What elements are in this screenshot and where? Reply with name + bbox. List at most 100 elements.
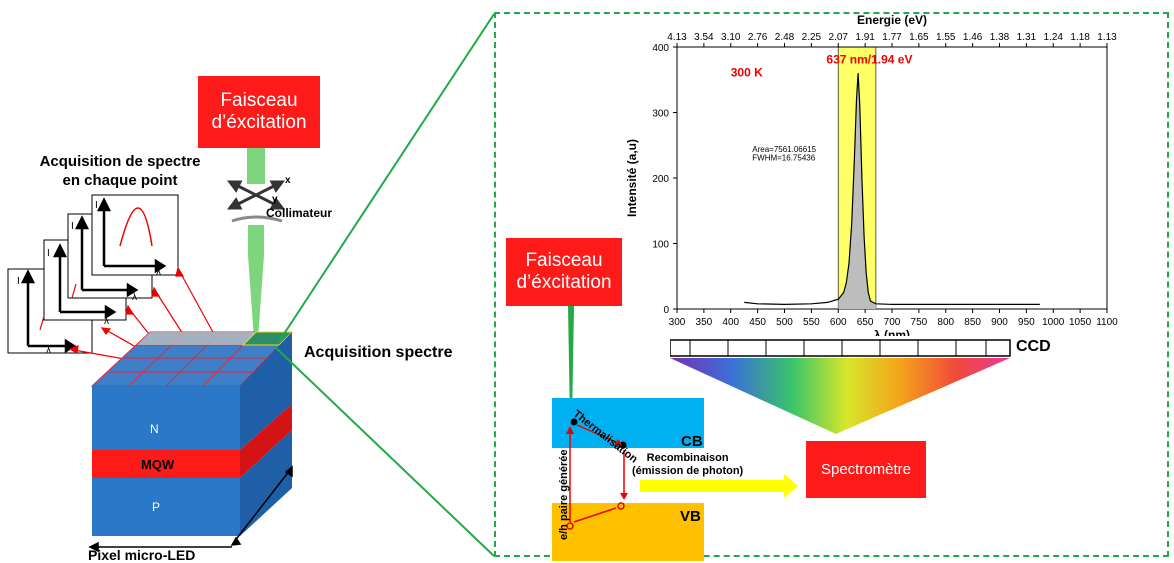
beam-column-lower [248,225,264,255]
x-tick-label: 600 [830,317,847,328]
mini-i-label-3: I [71,221,74,232]
mini-spectrum-axes [20,197,167,354]
cube-top-active-cell [241,331,294,346]
y-tick-label: 300 [652,109,669,120]
layer-mqw-label: MQW [141,457,175,472]
cube-front-mqw [92,450,240,478]
beam-column [247,148,265,184]
excitation-beam-box-left: Faisceau d’éxcitation [198,76,320,148]
fwhm-label: FWHM=16.75436 [752,153,815,162]
collimator-label: Collimateur [266,206,333,220]
top-tick-label: 1.38 [990,32,1010,43]
acquisition-title: Acquisition de spectre en chaque point [30,152,210,190]
spectrum-fan [670,358,1010,434]
top-tick-label: 2.76 [748,32,768,43]
x-tick-label: 450 [749,317,766,328]
mini-lambda-label-4: λ [156,267,161,278]
y-tick-label: 100 [652,240,669,251]
x-axis-label: λ (nm) [874,328,910,336]
y-tick-label: 200 [652,174,669,185]
acquisition-spectre-label: Acquisition spectre [304,344,453,361]
mini-lambda-label-2: λ [104,316,109,327]
top-tick-label: 1.91 [855,32,875,43]
axis-x-label: x [285,175,291,186]
cube-front-n [92,386,240,450]
mini-spectrum-curve [119,207,153,247]
spectrum-line [744,73,1040,306]
x-tick-label: 800 [937,317,954,328]
thermalisation-arrowhead [614,439,622,446]
top-tick-label: 3.10 [721,32,741,43]
mini-lambda-label-1: λ [46,345,51,356]
mini-i-label-2: I [47,248,50,259]
mini-i-label-4: I [95,200,98,211]
dimension-arrows [88,465,293,553]
xy-positioner-icon [227,180,285,210]
x-tick-label: 350 [696,317,713,328]
top-tick-label: 1.18 [1070,32,1090,43]
recombination-arrowhead [620,493,628,500]
mini-spectrum-red-mark-1 [39,315,45,331]
cb-label: CB [681,433,703,450]
top-tick-label: 1.65 [909,32,929,43]
vb-label: VB [680,508,701,525]
thermalisation-arrow [576,424,619,444]
zoom-frame [494,12,1169,557]
pair-label: e/h paire générée [558,449,570,541]
peak-label: 637 nm/1.94 eV [826,52,912,66]
excitation-beam-box-right: Faisceau d’éxcitation [506,238,622,306]
mini-lambda-label-3: λ [132,292,137,303]
y-axis-label: Intensité (a,u) [625,139,639,217]
x-tick-label: 900 [991,317,1008,328]
spectrometer-label: Spectromètre [820,460,912,478]
acquisition-title-line1: Acquisition de spectre [39,153,201,170]
excitation-beam-label-left: Faisceau d’éxcitation [211,90,307,133]
top-axis-label: Energie (eV) [857,14,927,27]
top-tick-label: 1.24 [1044,32,1064,43]
area-label: Area=7561.06615 [752,145,816,154]
x-tick-label: 1000 [1042,317,1065,328]
ccd-and-rainbow [670,339,1011,434]
mini-i-label-1: I [17,276,20,287]
x-tick-label: 300 [669,317,686,328]
band-diagram [552,306,798,561]
top-tick-label: 2.48 [775,32,795,43]
mini-spectrum-red-mark-2 [71,283,77,299]
top-tick-label: 1.55 [936,32,956,43]
valence-band [552,503,704,561]
ccd-bar [670,339,1011,357]
top-tick-label: 3.54 [694,32,714,43]
beam-cone [248,255,264,340]
layer-p-label: P [152,500,161,514]
layer-n-label: N [150,422,159,436]
cube-front-p [92,478,240,536]
spectrometer-box: Spectromètre [806,441,926,498]
recombinaison-label: Recombinaison (émission de photon) [632,452,743,478]
mini-spectrum-1 [7,194,179,354]
plot-frame [676,46,1108,310]
ccd-pixels [689,340,987,356]
y-tick-label: 400 [652,43,669,54]
excitation-arrowhead [566,426,574,434]
axis-y-label: y [272,194,278,205]
hole-dot-relaxed [617,502,625,510]
hole-relax-arrow [573,507,617,523]
top-tick-label: 1.13 [1097,32,1117,43]
x-tick-label: 1050 [1069,317,1092,328]
x-tick-label: 850 [964,317,981,328]
peak-fill [838,73,876,309]
ccd-label: CCD [1016,338,1051,355]
x-tick-label: 500 [776,317,793,328]
electron-dot [570,418,578,426]
x-tick-label: 400 [722,317,739,328]
top-tick-label: 4.13 [667,32,687,43]
collimator-lens-icon [231,215,283,223]
x-tick-label: 650 [857,317,874,328]
electron-dot-relaxed [619,441,627,449]
top-tick-label: 2.25 [802,32,822,43]
x-tick-label: 700 [884,317,901,328]
top-tick-label: 1.46 [963,32,983,43]
cube-side-n [240,332,292,450]
hole-dot [566,522,574,530]
top-tick-label: 2.07 [829,32,849,43]
